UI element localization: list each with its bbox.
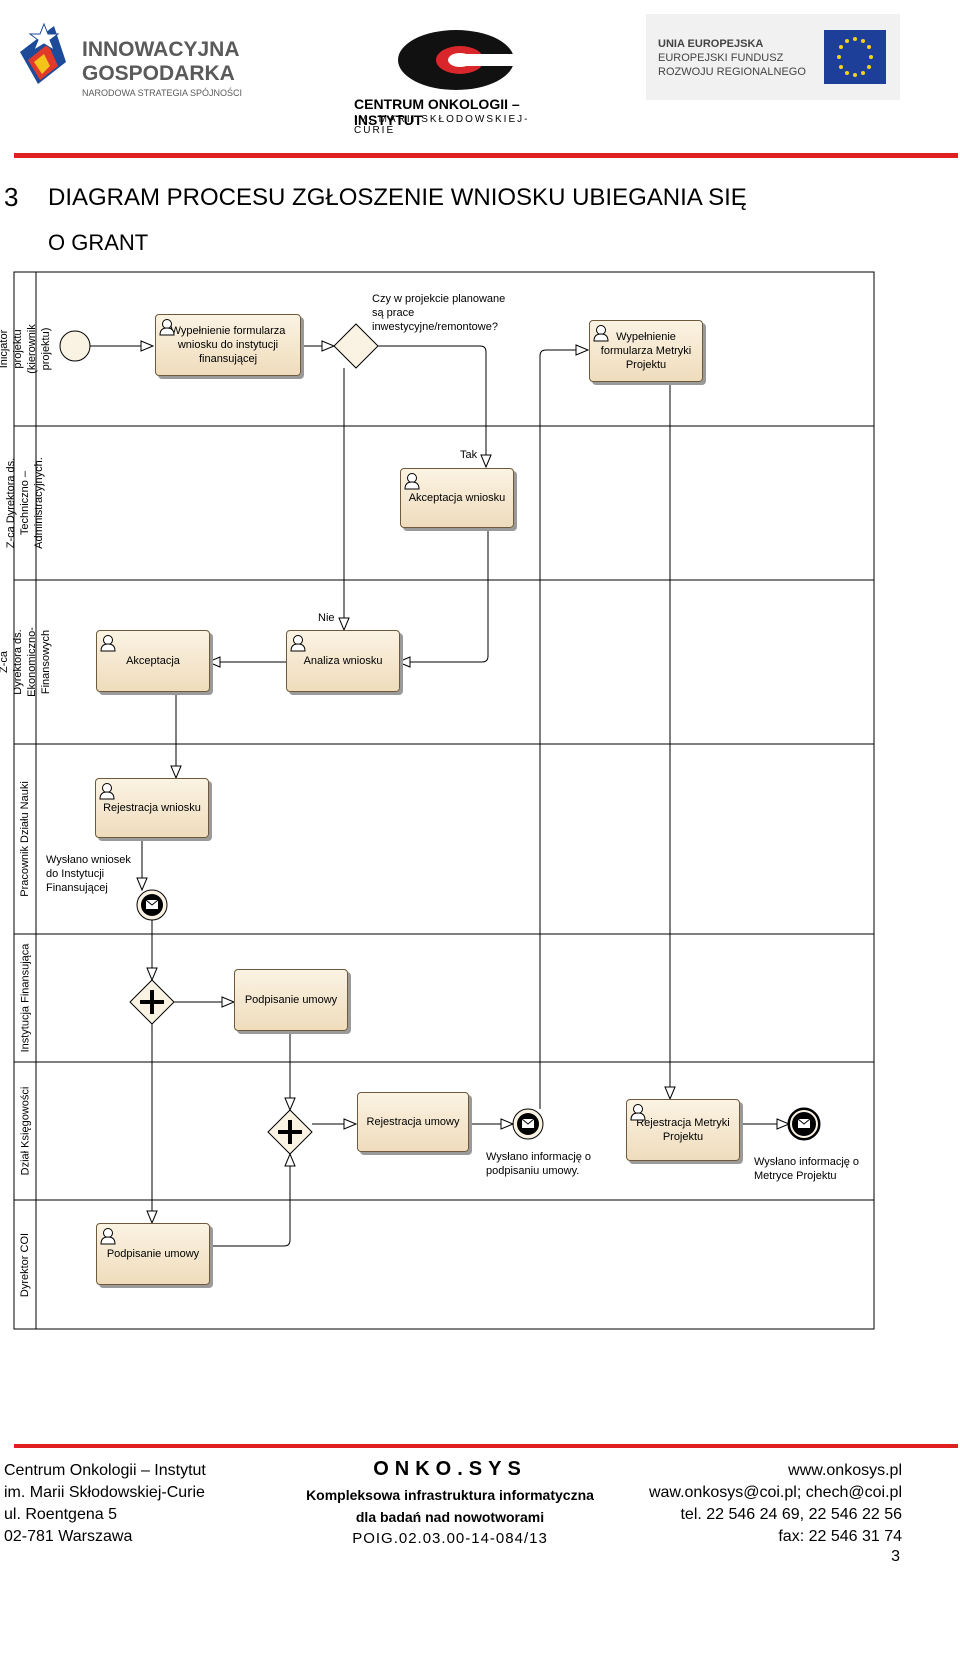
header-divider <box>14 153 958 158</box>
footer-center: ONKO.SYS Kompleksowa infrastruktura info… <box>300 1454 600 1550</box>
footer-divider <box>14 1444 958 1448</box>
lane-z-ca-techniczno: Z-ca Dyrektora ds. Techniczno – Administ… <box>5 457 46 549</box>
nie-label: Nie <box>318 612 335 624</box>
innowacyjna-gospodarka-logo: INNOWACYJNA GOSPODARKA NARODOWA STRATEGI… <box>14 20 254 100</box>
user-icon <box>404 473 420 490</box>
center-logo-line1: CENTRUM ONKOLOGII – INSTYTUT <box>354 96 520 128</box>
task-rejestracja-wniosku: Rejestracja wniosku <box>95 778 209 838</box>
lane-z-ca-ekonomiczno: Z-ca Dyrektora ds. Ekonomiczno-Finansowy… <box>0 627 52 697</box>
user-icon <box>593 325 609 342</box>
onkosys-logo: ONKO.SYS <box>373 1458 527 1480</box>
task-wypelnienie-formularza: Wypełnienie formularza wniosku do instyt… <box>155 314 301 376</box>
eu-line2: EUROPEJSKI FUNDUSZ <box>658 52 784 64</box>
lane-pracownik-dzialu-nauki: Pracownik Działu Nauki <box>19 781 32 897</box>
wyslano-wniosek-label: Wysłano wniosek do Instytucji Finansując… <box>46 854 131 894</box>
task-podpisanie-umowy-if: Podpisanie umowy <box>234 969 348 1031</box>
logo-line1: INNOWACYJNA <box>82 38 240 61</box>
unia-europejska-logo: UNIA EUROPEJSKA EUROPEJSKI FUNDUSZ ROZWO… <box>646 14 900 100</box>
start-event <box>59 330 91 362</box>
center-logo-line2: IM. MARII SKŁODOWSKIEJ-CURIE <box>354 114 530 136</box>
wyslano-info-metryka-label: Wysłano informację o Metryce Projektu <box>754 1156 860 1182</box>
lane-inicjator: Inicjator projektu (kierownik projektu) <box>0 324 53 374</box>
plus-icon <box>140 990 164 1014</box>
eu-line1: UNIA EUROPEJSKA <box>658 38 764 50</box>
user-icon <box>100 1228 116 1245</box>
user-icon <box>100 635 116 652</box>
lane-dyrektor-coi: Dyrektor COI <box>19 1232 31 1297</box>
coi-emblem-icon <box>398 30 516 90</box>
exclusive-gateway <box>333 323 379 369</box>
user-icon <box>159 319 175 336</box>
section-title-line2: O GRANT <box>48 230 149 255</box>
task-rejestracja-umowy: Rejestracja umowy <box>357 1092 469 1152</box>
section-title: DIAGRAM PROCESU ZGŁOSZENIE WNIOSKU UBIEG… <box>48 184 747 211</box>
task-rejestracja-metryki: Rejestracja Metryki Projektu <box>626 1099 740 1161</box>
logo-line2: GOSPODARKA <box>82 62 235 85</box>
footer-left: Centrum Onkologii – Instytut im. Marii S… <box>4 1462 206 1545</box>
tak-label: Tak <box>460 449 478 461</box>
bpmn-diagram: Inicjator projektu (kierownik projektu) … <box>0 271 875 1330</box>
wyslano-info-umowa-label: Wysłano informację o podpisaniu umowy. <box>486 1151 592 1177</box>
task-analiza-wniosku: Analiza wniosku <box>286 630 400 692</box>
task-podpisanie-umowy-dyrektor: Podpisanie umowy <box>96 1223 210 1285</box>
logo-line3: NARODOWA STRATEGIA SPÓJNOŚCI <box>82 88 243 98</box>
lane-instytucja-finansujaca: Instytucja Finansująca <box>19 943 31 1053</box>
page-number: 3 <box>891 1548 900 1565</box>
task-akceptacja: Akceptacja <box>96 630 210 692</box>
section-number: 3 <box>4 182 19 212</box>
star-flag-icon <box>20 22 66 84</box>
eu-flag-icon <box>824 30 886 84</box>
user-icon <box>630 1104 646 1121</box>
eu-line3: ROZWOJU REGIONALNEGO <box>658 66 806 78</box>
lane-dzial-ksiegowosci: Dział Księgowości <box>19 1086 31 1176</box>
gateway-question-label: Czy w projekcie planowane są prace inwes… <box>372 293 506 333</box>
footer-right: www.onkosys.pl waw.onkosys@coi.pl; chech… <box>648 1462 902 1545</box>
user-icon <box>290 635 306 652</box>
sequence-flows <box>90 346 789 1247</box>
task-wypelnienie-metryki: Wypełnienie formularza Metryki Projektu <box>589 320 703 382</box>
task-akceptacja-wniosku: Akceptacja wniosku <box>400 468 514 528</box>
centrum-onkologii-logo: CENTRUM ONKOLOGII – INSTYTUT IM. MARII S… <box>340 24 570 136</box>
diagram-canvas <box>13 271 875 1330</box>
user-icon <box>99 783 115 800</box>
plus-icon <box>278 1120 302 1144</box>
